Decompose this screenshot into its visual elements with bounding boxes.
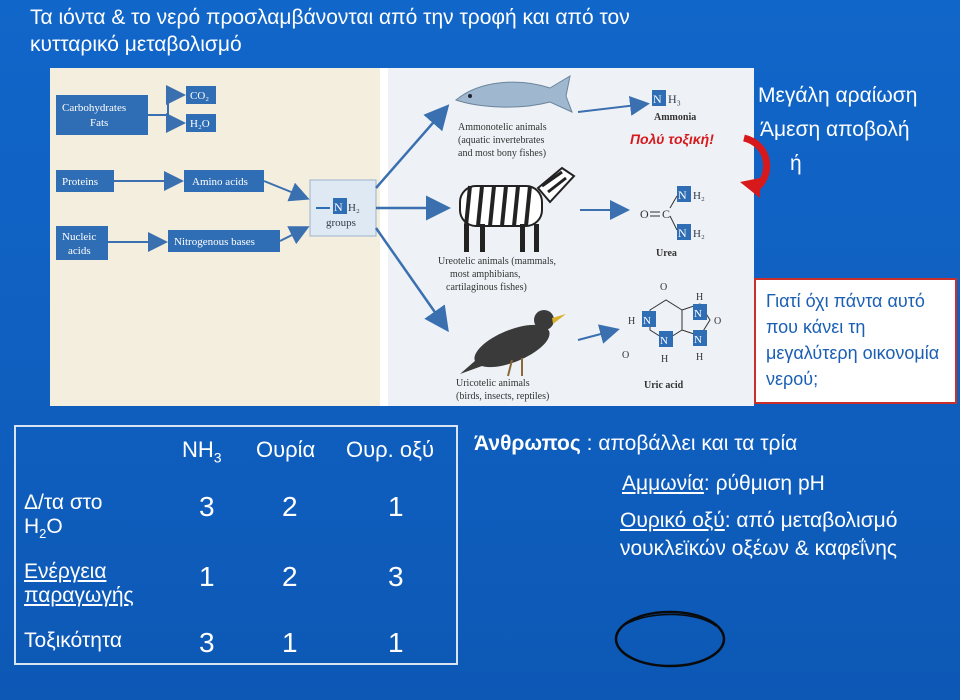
carbohydrates-fats-box: Carbohydrates Fats: [56, 95, 148, 135]
urea-structure: N H₂ N H₂ O C: [640, 186, 705, 240]
hand-drawn-ellipse-icon: [614, 610, 726, 668]
very-toxic-label: Πολύ τοξική!: [630, 131, 714, 147]
co2-box: CO₂: [186, 86, 216, 104]
nucleic-acids-box: Nucleic acids: [56, 226, 108, 260]
svg-text:Nitrogenous bases: Nitrogenous bases: [174, 236, 255, 248]
cell-energy-uric-acid: 3: [388, 561, 404, 592]
svg-text:and most bony fishes): and most bony fishes): [458, 148, 546, 159]
svg-text:Ammonotelic animals: Ammonotelic animals: [458, 122, 547, 133]
question-box: Γιατί όχι πάντα αυτό που κάνει τη μεγαλύ…: [754, 278, 957, 404]
arrow-to-ammonia: [577, 95, 650, 116]
arrow-bases-to-nh2: [279, 226, 310, 245]
svg-text:H₂O: H₂O: [190, 118, 210, 130]
zebra-illustration: [459, 166, 576, 252]
svg-text:H₂: H₂: [693, 228, 705, 240]
cell-water-ammonia: 3: [199, 491, 215, 522]
svg-text:H₂: H₂: [693, 190, 705, 202]
svg-text:Proteins: Proteins: [62, 176, 98, 188]
human-summary: Άνθρωπος : αποβάλλει και τα τρία: [474, 432, 798, 455]
proteins-box: Proteins: [56, 170, 114, 192]
cell-water-uric-acid: 1: [388, 491, 404, 522]
arrow-amino-to-nh2: [263, 180, 310, 202]
header-ammonia: NH3: [182, 437, 222, 466]
svg-text:H: H: [661, 354, 668, 365]
svg-text:Carbohydrates: Carbohydrates: [62, 102, 126, 114]
arrow-to-uric-acid: [577, 324, 620, 344]
svg-text:Urea: Urea: [656, 248, 677, 259]
note-or: ή: [790, 152, 802, 175]
comparison-table: NH3 Ουρία Ουρ. οξύ Δ/τα στο H2O Ενέργεια…: [14, 425, 458, 665]
arrow-to-co2: [148, 85, 186, 116]
svg-text:(aquatic invertebrates: (aquatic invertebrates: [458, 135, 544, 146]
cell-toxicity-uric-acid: 1: [388, 627, 404, 658]
ammonia-formula: N H₃: [652, 90, 681, 106]
svg-text:Amino acids: Amino acids: [192, 176, 248, 188]
header-uric-acid: Ουρ. οξύ: [346, 437, 434, 462]
svg-text:N: N: [694, 334, 702, 346]
svg-text:O: O: [660, 282, 667, 293]
svg-text:C: C: [662, 207, 670, 221]
svg-text:Ammonia: Ammonia: [654, 112, 696, 123]
svg-text:H: H: [628, 316, 635, 327]
svg-text:N: N: [334, 200, 343, 214]
nh2-groups-box: N H₂ groups: [309, 179, 377, 237]
svg-text:H₂: H₂: [348, 202, 360, 214]
svg-text:Nucleic: Nucleic: [62, 231, 96, 243]
amino-acids-box: Amino acids: [184, 170, 264, 192]
svg-text:O: O: [714, 316, 721, 327]
human-ammonia-note: Αμμωνία: ρύθμιση pH: [622, 472, 825, 495]
svg-text:H₃: H₃: [668, 92, 681, 106]
svg-text:N: N: [660, 335, 668, 347]
svg-text:CO₂: CO₂: [190, 90, 209, 102]
row-label-water: Δ/τα στο H2O: [24, 491, 103, 542]
cell-toxicity-urea: 1: [282, 627, 298, 658]
svg-text:acids: acids: [68, 245, 91, 257]
bird-illustration: [460, 310, 566, 377]
cell-energy-urea: 2: [282, 561, 298, 592]
red-curved-arrow-icon: [740, 134, 771, 198]
h2o-box: H₂O: [186, 114, 216, 132]
svg-text:N: N: [678, 188, 687, 202]
fish-illustration: [454, 74, 573, 113]
svg-text:Ureotelic animals (mammals,: Ureotelic animals (mammals,: [438, 256, 556, 267]
svg-text:cartilaginous fishes): cartilaginous fishes): [446, 282, 527, 293]
svg-text:N: N: [653, 92, 662, 106]
svg-text:N: N: [678, 226, 687, 240]
row-label-toxicity: Τοξικότητα: [24, 629, 123, 652]
note-large-dilution: Μεγάλη αραίωση: [758, 84, 918, 107]
cell-energy-ammonia: 1: [199, 561, 215, 592]
svg-text:groups: groups: [326, 217, 356, 229]
nitrogenous-bases-box: Nitrogenous bases: [168, 230, 280, 252]
svg-text:O: O: [622, 350, 629, 361]
svg-text:N: N: [643, 315, 651, 327]
svg-text:H: H: [696, 352, 703, 363]
arrow-to-h2o: [166, 113, 186, 133]
svg-text:Uricotelic animals: Uricotelic animals: [456, 378, 530, 389]
svg-text:H: H: [696, 292, 703, 303]
header-urea: Ουρία: [256, 437, 316, 462]
svg-text:most amphibians,: most amphibians,: [450, 269, 521, 280]
slide-title: Τα ιόντα & το νερό προσλαμβάνονται από τ…: [30, 6, 630, 56]
svg-text:(birds, insects, reptiles): (birds, insects, reptiles): [456, 391, 549, 402]
arrow-to-uricotelic: [374, 227, 449, 333]
svg-text:O: O: [640, 207, 649, 221]
cell-water-urea: 2: [282, 491, 298, 522]
nitrogen-excretion-diagram: Carbohydrates Fats CO₂ H₂O Proteins Amin…: [50, 68, 754, 406]
svg-text:N: N: [694, 308, 702, 320]
cell-toxicity-ammonia: 3: [199, 627, 215, 658]
note-direct-excretion: Άμεση αποβολή: [760, 118, 910, 141]
svg-text:Uric acid: Uric acid: [644, 380, 684, 391]
svg-text:Fats: Fats: [90, 117, 108, 129]
arrow-to-ammonotelic: [375, 104, 450, 189]
